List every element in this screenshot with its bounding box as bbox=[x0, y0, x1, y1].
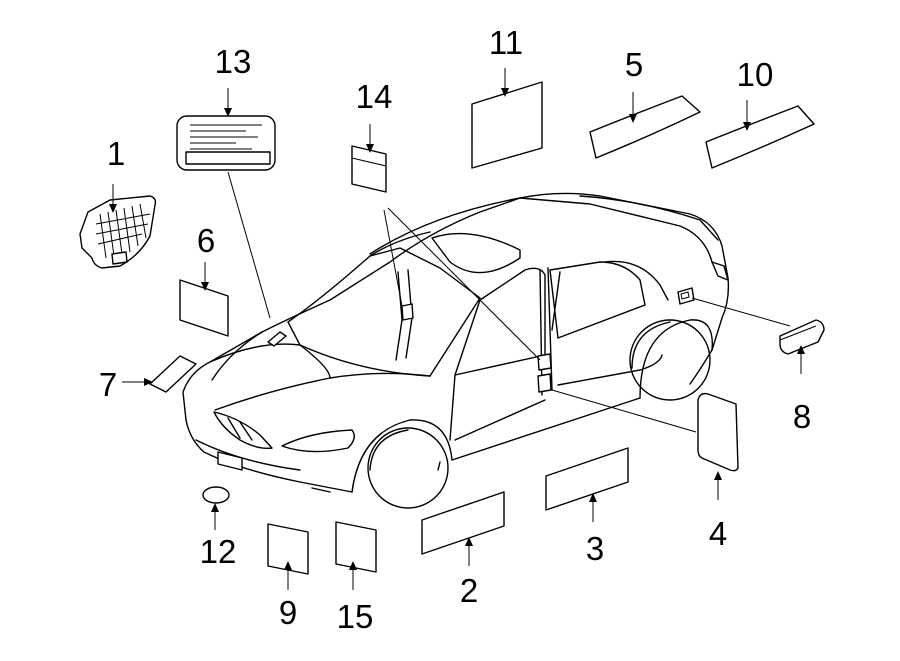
leader-lines bbox=[227, 171, 791, 433]
callout-1: 1 bbox=[107, 135, 125, 172]
part-3-label bbox=[545, 447, 629, 511]
part-14-label bbox=[351, 145, 387, 193]
callout-13: 13 bbox=[215, 43, 252, 80]
callout-4: 4 bbox=[709, 515, 727, 552]
part-9-label bbox=[267, 523, 309, 575]
callout-8: 8 bbox=[793, 398, 811, 435]
car-illustration bbox=[182, 192, 730, 509]
callout-arrows bbox=[109, 68, 805, 590]
part-12-grommet bbox=[202, 486, 230, 504]
callout-10: 10 bbox=[737, 56, 774, 93]
callout-numbers: 1 2 3 4 5 6 7 8 9 10 11 12 13 14 15 bbox=[99, 24, 811, 635]
callout-3: 3 bbox=[586, 530, 604, 567]
part-13-emission-label bbox=[176, 115, 276, 171]
callout-2: 2 bbox=[460, 572, 478, 609]
callout-9: 9 bbox=[279, 594, 297, 631]
part-4-label bbox=[697, 392, 739, 472]
part-11-label bbox=[471, 81, 543, 169]
callout-5: 5 bbox=[625, 46, 643, 83]
callout-14: 14 bbox=[356, 78, 393, 115]
part-8-lamp-label bbox=[779, 319, 825, 355]
part-2-label bbox=[421, 491, 505, 555]
callout-11: 11 bbox=[489, 24, 523, 61]
callout-12: 12 bbox=[200, 533, 237, 570]
part-5-strip bbox=[589, 95, 701, 159]
part-6-label bbox=[179, 279, 229, 337]
callout-7: 7 bbox=[99, 366, 117, 403]
part-10-strip bbox=[705, 105, 815, 169]
callout-6: 6 bbox=[197, 222, 215, 259]
part-15-label bbox=[335, 521, 377, 573]
part-1-fuse-label bbox=[79, 195, 157, 269]
part-7-label bbox=[149, 355, 197, 393]
callout-15: 15 bbox=[337, 598, 374, 635]
